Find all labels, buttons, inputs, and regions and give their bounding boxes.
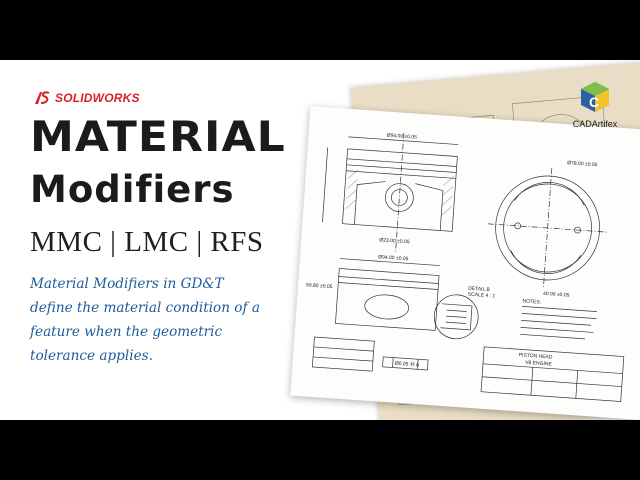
cube-icon: C [581, 82, 609, 112]
piston-drawing: PISTON HEAD V8 ENGINE DETAIL B SCALE 4 :… [306, 133, 625, 402]
notes-heading: NOTES: [522, 298, 541, 305]
solidworks-wordmark: SOLIDWORKS [55, 91, 140, 105]
detail-scale: SCALE 4 : 1 [468, 292, 496, 300]
subtitle-modifiers: MMC | LMC | RFS [30, 226, 264, 258]
title-block-heading: PISTON HEAD [518, 352, 553, 360]
dim-height: 69.80 ±0.05 [306, 282, 333, 290]
dim-bottom-width: Ø94.00 ±0.05 [378, 254, 409, 262]
title-block-sub: V8 ENGINE [525, 360, 553, 368]
cadartifex-name: CADArtifex [572, 119, 618, 129]
content-band: PISTON HEAD V8 ENGINE DETAIL B SCALE 4 :… [0, 60, 640, 420]
title-line-2: Modifiers [30, 168, 235, 211]
dim-top-width: Ø94.00 ±0.05 [386, 133, 417, 141]
title-line-1: MATERIAL [30, 112, 286, 161]
feature-control-frame: Ø0.05 Ⓜ A [395, 360, 421, 369]
solidworks-ds-icon [35, 91, 50, 104]
dim-pin: Ø23.00 ±0.05 [379, 237, 410, 245]
svg-text:C: C [589, 94, 599, 110]
dim-side: 40.00 ±0.05 [543, 291, 570, 299]
piston-drawing-sheet: PISTON HEAD V8 ENGINE DETAIL B SCALE 4 :… [290, 106, 640, 420]
description-text: Material Modifiers in GD&T define the ma… [30, 276, 260, 364]
detail-label: DETAIL B [468, 286, 491, 294]
cadartifex-logo: C CADArtifex [560, 80, 630, 129]
dim-circle: Ø78.00 ±0.05 [567, 160, 598, 168]
solidworks-logo: SOLIDWORKS [33, 90, 140, 106]
